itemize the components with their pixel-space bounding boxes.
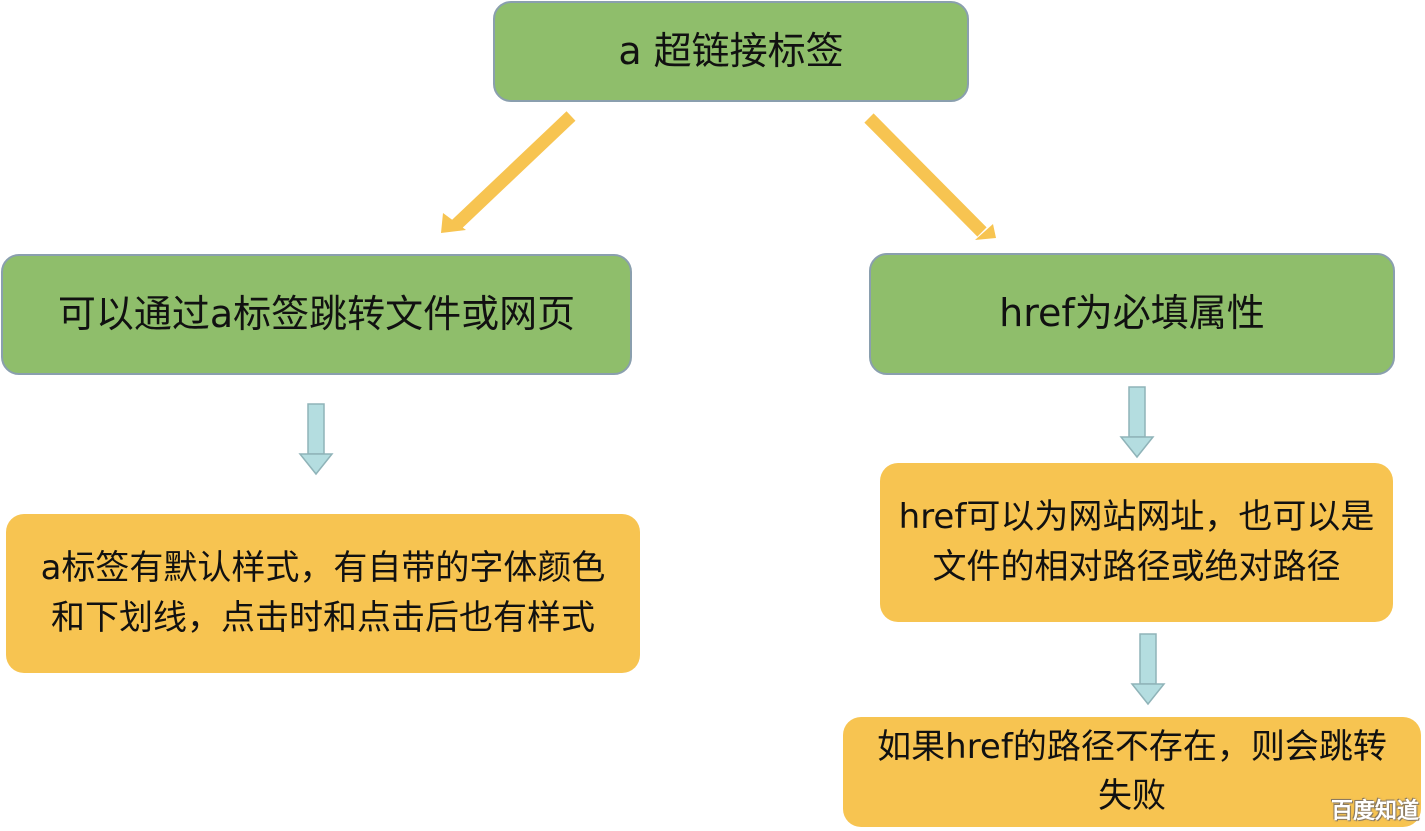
right-node-2-label: href可以为网站网址，也可以是文件的相对路径或绝对路径 bbox=[898, 497, 1375, 587]
root-node-label: a 超链接标签 bbox=[618, 28, 844, 73]
right-node-1-label: href为必填属性 bbox=[999, 291, 1265, 336]
arrow-root-to-right bbox=[864, 113, 996, 240]
left-node-2: a标签有默认样式，有自带的字体颜色和下划线，点击时和点击后也有样式 bbox=[6, 514, 640, 673]
right-node-1: href为必填属性 bbox=[869, 253, 1395, 375]
arrow-right-down-1 bbox=[1119, 386, 1155, 459]
left-node-1-label: 可以通过a标签跳转文件或网页 bbox=[57, 291, 576, 336]
right-node-3-label: 如果href的路径不存在，则会跳转失败 bbox=[877, 726, 1387, 816]
watermark: 百度知道 bbox=[1330, 799, 1419, 824]
left-node-1: 可以通过a标签跳转文件或网页 bbox=[1, 254, 632, 375]
right-node-3: 如果href的路径不存在，则会跳转失败 bbox=[843, 717, 1421, 827]
arrow-root-to-left bbox=[441, 111, 576, 233]
arrow-left-down bbox=[298, 403, 334, 476]
left-node-2-label: a标签有默认样式，有自带的字体颜色和下划线，点击时和点击后也有样式 bbox=[40, 548, 606, 638]
right-node-2: href可以为网站网址，也可以是文件的相对路径或绝对路径 bbox=[880, 463, 1393, 622]
root-node: a 超链接标签 bbox=[493, 1, 969, 102]
arrow-right-down-2 bbox=[1130, 633, 1166, 706]
